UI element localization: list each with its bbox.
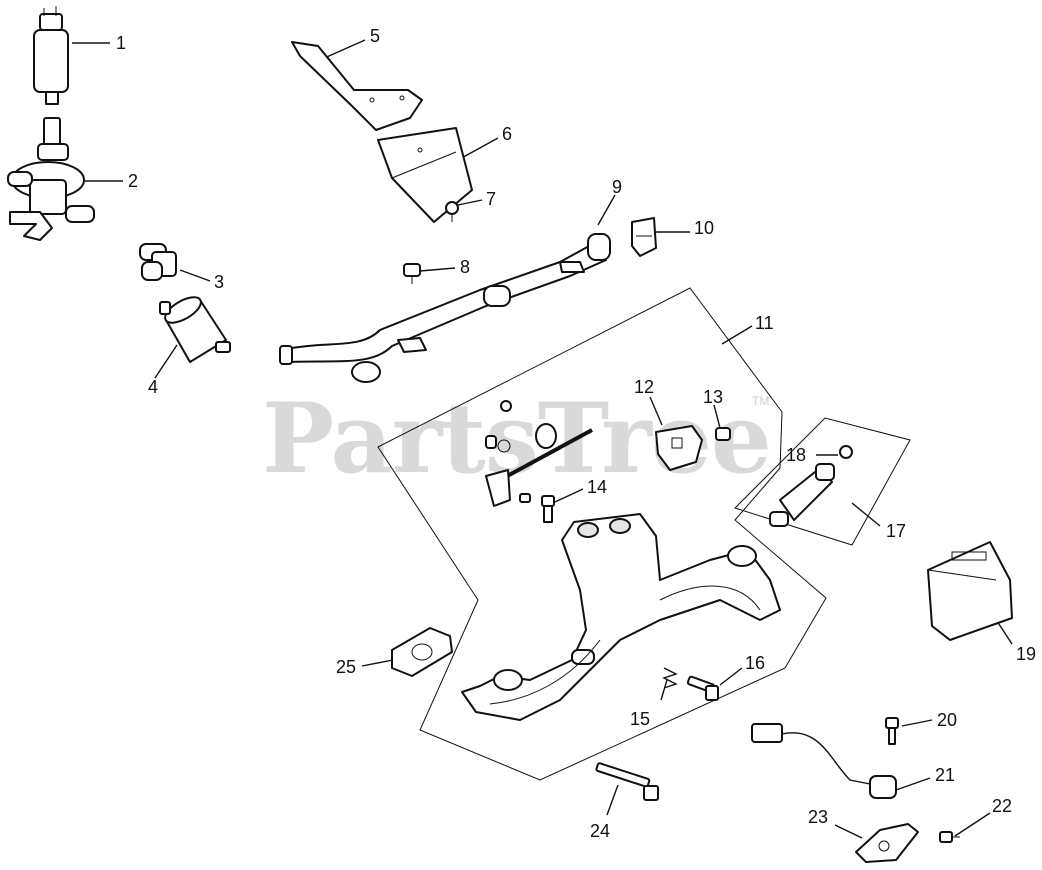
part-11-intake-manifold xyxy=(461,513,781,721)
callout-9: 9 xyxy=(612,177,623,197)
callout-1: 1 xyxy=(116,33,127,53)
part-16-bolt xyxy=(686,675,719,701)
callout-2: 2 xyxy=(128,171,139,191)
part-23-bracket xyxy=(855,823,919,863)
part-3-elbow-fitting xyxy=(139,243,177,281)
callout-16: 16 xyxy=(745,653,766,673)
part-9-fuel-line xyxy=(279,233,611,383)
part-10-clip xyxy=(631,217,657,257)
callout-25: 25 xyxy=(336,657,357,677)
callout-13: 13 xyxy=(703,387,724,407)
group-outline-17 xyxy=(734,417,911,546)
part-20-screw xyxy=(885,717,899,745)
part-24-bolt xyxy=(595,762,659,801)
leader-lines xyxy=(72,39,1013,839)
callout-21: 21 xyxy=(935,765,956,785)
callout-23: 23 xyxy=(808,807,829,827)
part-25-gasket xyxy=(391,627,453,677)
callout-11: 11 xyxy=(755,313,774,333)
callout-6: 6 xyxy=(502,124,513,144)
part-8-screw xyxy=(403,263,421,284)
part-2-pressure-regulator xyxy=(7,117,95,241)
callout-19: 19 xyxy=(1016,644,1037,664)
part-21-sensor xyxy=(751,723,897,799)
callout-4: 4 xyxy=(148,377,159,397)
callout-3: 3 xyxy=(214,272,225,292)
part-19-ecu xyxy=(927,541,1013,641)
part-4-fuel-filter xyxy=(159,296,231,363)
part-5-bracket xyxy=(291,41,423,131)
callout-18: 18 xyxy=(786,445,807,465)
part-fuel-injector xyxy=(769,463,835,527)
callout-5: 5 xyxy=(370,26,381,46)
part-14-screw xyxy=(541,495,555,523)
part-throttle-shaft xyxy=(485,400,593,507)
callout-14: 14 xyxy=(587,477,608,497)
callout-8: 8 xyxy=(460,257,471,277)
part-18-o-ring xyxy=(839,445,853,459)
part-22-screw xyxy=(939,831,960,843)
callout-24: 24 xyxy=(590,821,611,841)
part-12-throttle-sensor xyxy=(655,425,703,471)
callout-15: 15 xyxy=(630,709,651,729)
callout-7: 7 xyxy=(486,189,497,209)
watermark-trademark: TM xyxy=(752,394,770,408)
callout-12: 12 xyxy=(634,377,655,397)
part-15-spring xyxy=(662,667,678,689)
callout-10: 10 xyxy=(694,218,715,238)
part-13-screw xyxy=(715,427,731,441)
part-1-fuel-pump xyxy=(33,6,69,105)
callout-20: 20 xyxy=(937,710,958,730)
callout-22: 22 xyxy=(992,796,1013,816)
callout-17: 17 xyxy=(886,521,907,541)
group-outline-11 xyxy=(377,287,827,781)
part-7-screw xyxy=(445,201,459,222)
